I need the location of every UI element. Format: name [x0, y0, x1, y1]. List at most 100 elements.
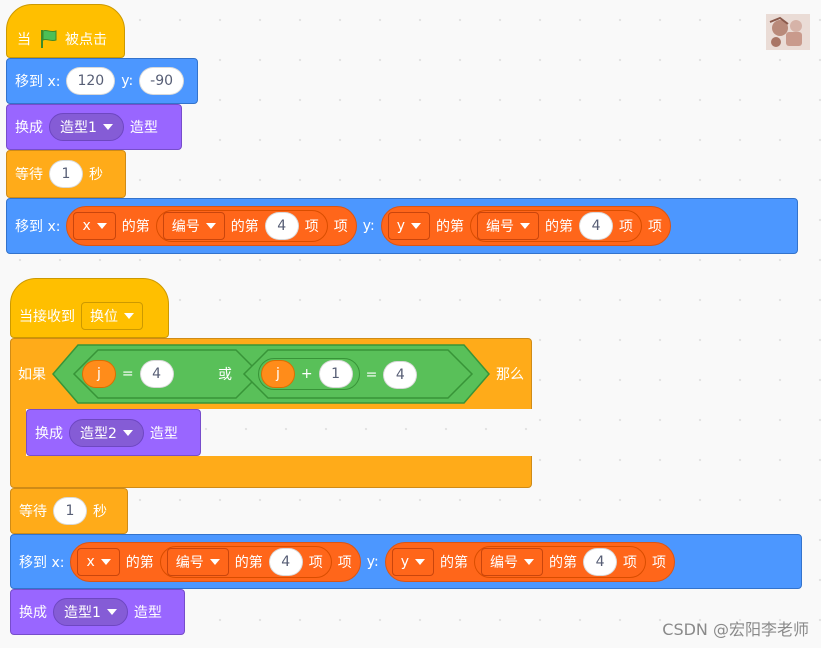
- wait-seconds-block[interactable]: 等待 1 秒: [10, 488, 128, 534]
- compare-input[interactable]: 4: [139, 359, 174, 388]
- x-input[interactable]: 120: [66, 67, 116, 95]
- goto-y-label: y:: [362, 218, 375, 234]
- chevron-down-icon: [102, 124, 113, 130]
- compare-input[interactable]: 4: [383, 360, 418, 389]
- of-label: 的第: [436, 219, 465, 235]
- wait-unit-label: 秒: [93, 504, 107, 520]
- list-dropdown-x[interactable]: x: [73, 212, 116, 240]
- variable-reporter[interactable]: j: [82, 359, 116, 388]
- list-dropdown-value: x: [86, 553, 95, 570]
- list-dropdown-index[interactable]: 编号: [477, 212, 540, 240]
- chevron-down-icon: [524, 558, 535, 565]
- variable-reporter[interactable]: j: [261, 359, 295, 388]
- chevron-down-icon: [411, 223, 422, 229]
- when-flag-clicked-block[interactable]: 当 被点击: [6, 4, 125, 58]
- addend-input[interactable]: 1: [318, 359, 353, 388]
- switch-costume-label: 换成: [15, 120, 43, 136]
- chevron-down-icon: [415, 558, 426, 565]
- item-label: 项: [652, 554, 667, 571]
- equals-operator-left[interactable]: j = 4: [82, 359, 174, 388]
- switch-costume-block[interactable]: 换成 造型2 造型: [26, 409, 201, 456]
- when-receive-block[interactable]: 当接收到 换位: [10, 278, 169, 338]
- chevron-down-icon: [124, 313, 134, 319]
- list-dropdown-y[interactable]: y: [391, 547, 435, 576]
- equals-sign: =: [365, 366, 378, 383]
- if-label: 如果: [18, 366, 46, 383]
- index-input[interactable]: 4: [579, 212, 614, 240]
- list-dropdown-index[interactable]: 编号: [166, 547, 229, 576]
- hat-when-label: 当: [17, 32, 31, 48]
- list-dropdown-y[interactable]: y: [387, 212, 431, 240]
- list-dropdown-value: 编号: [171, 219, 200, 235]
- index-input[interactable]: 4: [264, 212, 299, 240]
- wait-input[interactable]: 1: [53, 497, 87, 525]
- wait-input[interactable]: 1: [49, 160, 83, 188]
- costume-dropdown[interactable]: 造型2: [69, 418, 144, 447]
- list-dropdown-value: y: [400, 553, 410, 570]
- goto-xy-list-block[interactable]: 移到 x: x 的第 编号 的第 4 项 项 y: y 的第 编号: [6, 198, 798, 254]
- equals-operator-right[interactable]: j + 1 = 4: [258, 357, 418, 390]
- costume-dropdown[interactable]: 造型1: [49, 113, 124, 141]
- list-dropdown-index[interactable]: 编号: [481, 547, 544, 576]
- item-of-list-reporter-index[interactable]: 编号 的第 4 项: [159, 545, 332, 578]
- y-input[interactable]: -90: [139, 67, 185, 95]
- index-input[interactable]: 4: [268, 547, 303, 576]
- item-of-list-reporter-index[interactable]: 编号 的第 4 项: [474, 545, 647, 578]
- sprite-icon: [766, 14, 810, 50]
- switch-costume-label: 换成: [35, 425, 63, 442]
- hat-clicked-label: 被点击: [65, 32, 107, 48]
- costume-dropdown[interactable]: 造型1: [53, 598, 128, 626]
- costume-suffix-label: 造型: [129, 120, 158, 136]
- message-dropdown-value: 换位: [90, 309, 118, 325]
- of-label: 的第: [234, 554, 263, 571]
- list-dropdown-value: y: [396, 218, 406, 234]
- item-of-list-reporter-index[interactable]: 编号 的第 4 项: [470, 210, 643, 242]
- item-of-list-reporter-x[interactable]: x 的第 编号 的第 4 项 项: [70, 541, 361, 582]
- costume-dropdown-value: 造型1: [60, 120, 97, 136]
- message-dropdown[interactable]: 换位: [81, 302, 143, 330]
- add-operator[interactable]: j + 1: [258, 357, 360, 390]
- goto-xy-list-block[interactable]: 移到 x: x 的第 编号 的第 4 项 项 y: y 的第 编号: [10, 534, 802, 589]
- costume-suffix-label: 造型: [149, 425, 178, 442]
- index-input[interactable]: 4: [583, 547, 618, 576]
- list-dropdown-index[interactable]: 编号: [162, 212, 225, 240]
- chevron-down-icon: [100, 558, 111, 565]
- item-of-list-reporter-x[interactable]: x 的第 编号 的第 4 项 项: [66, 206, 357, 246]
- or-operator[interactable]: j = 4 或 j + 1 = 4: [52, 343, 490, 404]
- list-dropdown-x[interactable]: x: [77, 547, 120, 576]
- wait-unit-label: 秒: [89, 167, 103, 183]
- switch-costume-block[interactable]: 换成 造型1 造型: [10, 589, 185, 635]
- item-of-list-reporter-index[interactable]: 编号 的第 4 项: [155, 210, 328, 242]
- or-label: 或: [218, 366, 232, 383]
- if-then-header: 如果 j = 4 或 j + 1 = 4 那么: [10, 338, 532, 409]
- item-label: 项: [623, 554, 638, 571]
- list-dropdown-value: 编号: [490, 554, 519, 571]
- green-flag-icon: [41, 29, 57, 48]
- of-label: 的第: [545, 219, 574, 235]
- wait-seconds-block[interactable]: 等待 1 秒: [6, 150, 126, 198]
- chevron-down-icon: [122, 429, 133, 436]
- switch-costume-block[interactable]: 换成 造型1 造型: [6, 104, 182, 150]
- wait-label: 等待: [15, 167, 43, 183]
- goto-y-label: y:: [366, 553, 379, 570]
- goto-x-label: 移到 x:: [15, 74, 61, 90]
- goto-y-label: y:: [121, 73, 134, 89]
- of-label: 的第: [549, 554, 578, 571]
- goto-x-label: 移到 x:: [19, 554, 65, 571]
- of-label: 的第: [125, 554, 154, 571]
- switch-costume-label: 换成: [19, 605, 47, 621]
- item-of-list-reporter-y[interactable]: y 的第 编号 的第 4 项 项: [380, 206, 672, 246]
- item-label: 项: [619, 219, 634, 235]
- chevron-down-icon: [209, 558, 220, 565]
- list-dropdown-value: 编号: [486, 219, 515, 235]
- of-label: 的第: [121, 219, 150, 235]
- wait-label: 等待: [19, 504, 47, 520]
- item-of-list-reporter-y[interactable]: y 的第 编号 的第 4 项 项: [384, 541, 676, 582]
- watermark: CSDN @宏阳李老师: [662, 620, 809, 639]
- costume-dropdown-value: 造型1: [64, 605, 101, 621]
- item-label: 项: [337, 554, 352, 571]
- costume-suffix-label: 造型: [133, 605, 162, 621]
- goto-xy-block[interactable]: 移到 x: 120 y: -90: [6, 58, 198, 104]
- item-label: 项: [333, 219, 348, 235]
- list-dropdown-value: x: [82, 218, 91, 234]
